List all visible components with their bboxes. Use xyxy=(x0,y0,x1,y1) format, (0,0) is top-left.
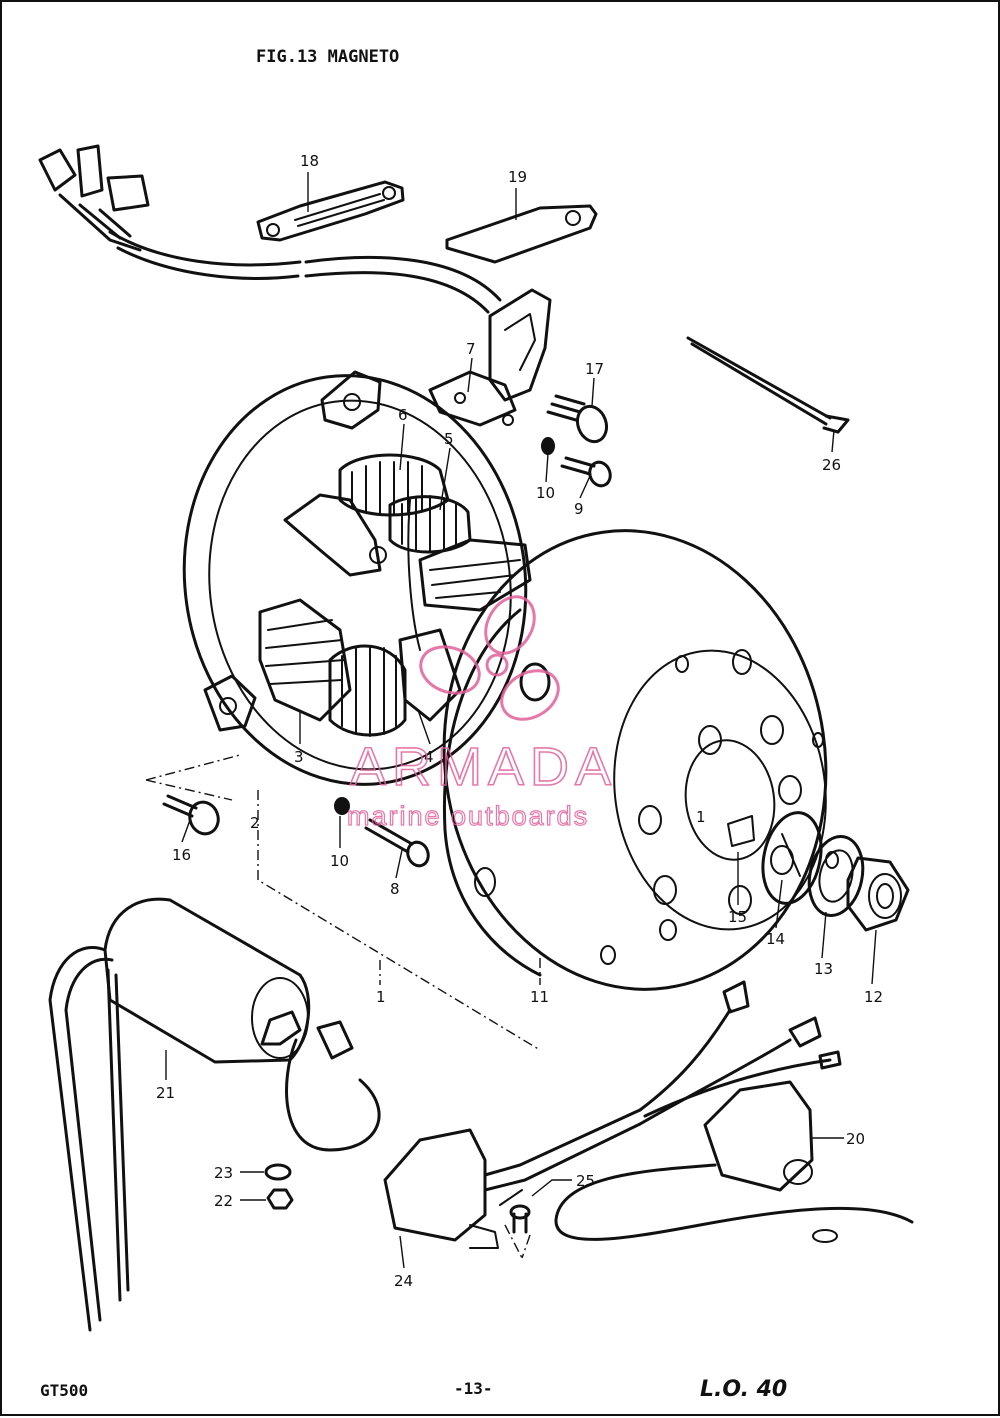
watermark-tagline: marine outboards xyxy=(347,801,589,831)
watermark-propeller-logo xyxy=(419,595,560,721)
label-10-lower: 10 xyxy=(330,852,349,870)
label-11: 11 xyxy=(530,988,549,1006)
label-1-rotor: 1 xyxy=(696,808,706,826)
figure-title: FIG.13 MAGNETO xyxy=(256,47,399,67)
washer-10-lower xyxy=(334,797,350,815)
watermark: ARMADA marine outboards xyxy=(346,595,617,832)
stator-base-plate xyxy=(182,370,528,786)
label-4: 4 xyxy=(424,748,434,766)
washer-10-upper xyxy=(541,437,555,455)
label-23: 23 xyxy=(214,1164,233,1182)
cdi-unit-24 xyxy=(383,1108,642,1249)
label-1-assembly: 1 xyxy=(376,988,386,1006)
screw-25 xyxy=(509,1204,531,1234)
rod-26 xyxy=(686,336,850,434)
charging-coil-block xyxy=(398,538,532,722)
label-24: 24 xyxy=(394,1272,413,1290)
handwritten-note: L.O. 40 xyxy=(700,1377,787,1402)
leader-lines xyxy=(165,172,877,1269)
label-19: 19 xyxy=(508,168,527,186)
lighting-coil-3 xyxy=(258,598,352,722)
lighting-coil-4 xyxy=(328,644,407,737)
cable-grommet xyxy=(488,288,552,402)
washer-23 xyxy=(264,1163,292,1181)
grouping-lines xyxy=(145,754,541,1259)
label-9: 9 xyxy=(574,500,584,518)
nut-22 xyxy=(266,1188,294,1210)
wire-loom-upper-right xyxy=(638,980,842,1126)
screw-9 xyxy=(560,456,612,488)
label-3: 3 xyxy=(294,748,304,766)
label-25: 25 xyxy=(576,1172,595,1190)
label-18: 18 xyxy=(300,152,319,170)
nut-12 xyxy=(846,856,910,932)
label-15: 15 xyxy=(728,908,747,926)
bolt-16 xyxy=(162,794,220,836)
washer-14 xyxy=(761,811,823,905)
screw-17 xyxy=(546,394,609,444)
watermark-brand: ARMADA xyxy=(350,737,617,797)
label-5: 5 xyxy=(444,430,454,448)
pole-shoe-upper xyxy=(283,493,387,577)
label-8: 8 xyxy=(390,880,400,898)
coil-lead-wire xyxy=(407,499,421,651)
label-16: 16 xyxy=(172,846,191,864)
label-21: 21 xyxy=(156,1084,175,1102)
label-10-upper: 10 xyxy=(536,484,555,502)
label-14: 14 xyxy=(766,930,785,948)
label-12: 12 xyxy=(864,988,883,1006)
screw-8 xyxy=(364,818,430,868)
lock-washer-13 xyxy=(807,835,865,917)
label-7: 7 xyxy=(466,340,476,358)
harness-cable xyxy=(108,230,502,314)
label-26: 26 xyxy=(822,456,841,474)
source-coil-6 xyxy=(338,453,450,517)
harness-connector-group xyxy=(38,144,150,252)
regulator-20 xyxy=(554,1080,914,1243)
label-13: 13 xyxy=(814,960,833,978)
label-2: 2 xyxy=(250,814,260,832)
label-22: 22 xyxy=(214,1192,233,1210)
label-6: 6 xyxy=(398,406,408,424)
coil-lead-wire-21 xyxy=(285,1020,381,1152)
label-17: 17 xyxy=(585,360,604,378)
label-20: 20 xyxy=(846,1130,865,1148)
page-number: -13- xyxy=(454,1379,493,1398)
plate-19 xyxy=(445,204,598,264)
gasket-18 xyxy=(256,180,405,242)
part-number-labels: 18 19 7 17 6 5 10 9 26 3 4 2 16 10 8 1 1… xyxy=(156,152,883,1290)
ignition-coil-21 xyxy=(48,897,311,1332)
flywheel-rotor-11 xyxy=(442,529,839,991)
model-code: GT500 xyxy=(40,1381,88,1400)
